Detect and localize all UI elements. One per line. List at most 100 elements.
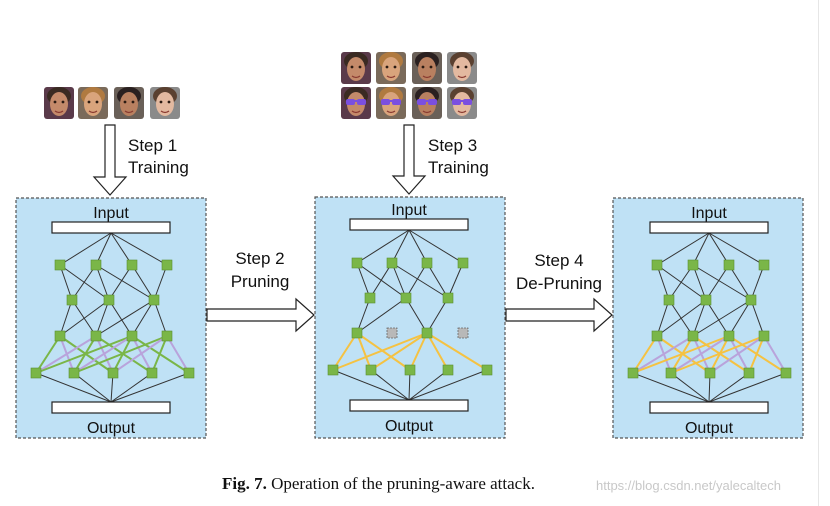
colored-edge (426, 332, 449, 371)
edge (95, 264, 110, 301)
neuron (66, 294, 78, 306)
neuron (723, 259, 735, 271)
edge (692, 299, 707, 337)
output-edge (708, 372, 787, 403)
step4-title: Step 4 (534, 251, 583, 270)
neuron (183, 367, 195, 379)
edge (356, 297, 407, 334)
output-edge (632, 372, 710, 403)
edge (692, 264, 752, 301)
neuron (161, 330, 173, 342)
input-edge (656, 232, 710, 266)
neuron (743, 367, 755, 379)
input-edge (391, 229, 410, 264)
edge (405, 297, 428, 334)
figure-label: Fig. 7. (222, 474, 267, 493)
edge (750, 264, 765, 301)
input-edge (408, 229, 428, 264)
neuron (351, 257, 363, 269)
input-edge (110, 232, 133, 266)
neuron (704, 367, 716, 379)
colored-edge (35, 335, 61, 374)
edge (369, 262, 393, 299)
step1-action: Training (128, 158, 189, 177)
neuron (758, 330, 770, 342)
edge (405, 262, 428, 299)
neuron (103, 294, 115, 306)
step4-action: De-Pruning (516, 274, 602, 293)
edge (131, 299, 155, 337)
neuron (364, 292, 376, 304)
edge (59, 299, 110, 337)
pruned-neuron (386, 327, 398, 339)
edge (131, 264, 155, 301)
neuron (758, 259, 770, 271)
output-layer-bar (649, 401, 769, 414)
colored-edge (166, 335, 190, 374)
neuron (107, 367, 119, 379)
watermark: https://blog.csdn.net/yalecaltech (596, 478, 782, 493)
edge (656, 264, 670, 301)
edge (153, 264, 168, 301)
training-face-image (44, 87, 74, 119)
clean-face-image (447, 52, 477, 84)
colored-edge (112, 335, 168, 374)
input-edge (708, 232, 765, 266)
output-edge (110, 372, 153, 403)
neuron (442, 292, 454, 304)
network-panel (612, 197, 804, 439)
edge (656, 299, 707, 337)
training-face-image (114, 87, 144, 119)
step4-arrow (505, 297, 613, 333)
step3-action: Training (428, 158, 489, 177)
step3-title: Step 3 (428, 136, 477, 155)
edge (705, 264, 730, 301)
edge (95, 299, 110, 337)
colored-edge (332, 332, 358, 371)
edge (95, 299, 155, 337)
output-edge (370, 369, 410, 401)
output-label: Output (685, 420, 734, 437)
edge (153, 299, 168, 337)
input-layer-bar (649, 221, 769, 234)
edge (59, 299, 73, 337)
neuron (651, 259, 663, 271)
colored-edge (426, 332, 488, 371)
input-edge (59, 232, 112, 266)
input-edge (408, 229, 464, 264)
neuron (687, 330, 699, 342)
output-label: Output (87, 420, 136, 437)
step2-arrow (206, 297, 315, 333)
output-edge (332, 369, 410, 401)
neuron (745, 294, 757, 306)
colored-edge (370, 332, 428, 371)
output-edge (408, 369, 488, 401)
neuron (651, 330, 663, 342)
edge (426, 297, 449, 334)
colored-edge (332, 332, 428, 371)
neuron (90, 330, 102, 342)
input-edge (692, 232, 710, 266)
edge (656, 299, 670, 337)
input-layer-bar (349, 218, 469, 231)
neuron (687, 259, 699, 271)
colored-edge (151, 335, 168, 374)
neuron (161, 259, 173, 271)
edge (391, 262, 407, 299)
neuron (54, 330, 66, 342)
neuron (30, 367, 42, 379)
colored-edge (35, 335, 133, 374)
edge (426, 262, 449, 299)
page-edge (818, 0, 819, 506)
colored-edge (409, 332, 428, 371)
input-layer-bar (51, 221, 171, 234)
edge (447, 262, 464, 299)
input-edge (95, 232, 112, 266)
edge (705, 299, 730, 337)
clean-face-image (376, 52, 406, 84)
step2-title: Step 2 (235, 249, 284, 268)
colored-edge (95, 335, 153, 374)
